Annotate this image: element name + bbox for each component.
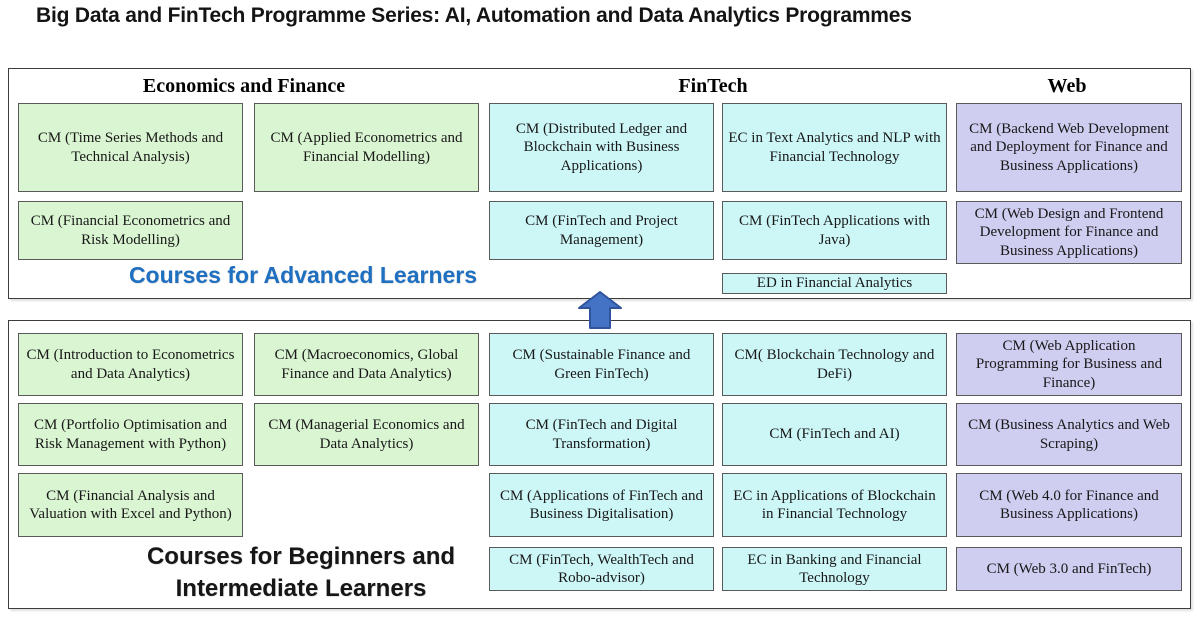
course-box-ec-banking: EC in Banking and Financial Technology bbox=[722, 547, 947, 591]
beginner-learners-caption: Courses for Beginners and Intermediate L… bbox=[146, 543, 456, 602]
course-box-ec-blockchain: EC in Applications of Blockchain in Fina… bbox=[722, 473, 947, 537]
column-header-web: Web bbox=[1047, 75, 1087, 97]
course-box-digital-transformation: CM (FinTech and Digital Transformation) bbox=[489, 403, 714, 466]
course-box-intro-econometrics: CM (Introduction to Econometrics and Dat… bbox=[18, 333, 243, 396]
course-box-project-management: CM (FinTech and Project Management) bbox=[489, 201, 714, 260]
up-arrow-icon bbox=[577, 291, 623, 329]
course-box-blockchain-defi: CM( Blockchain Technology and DeFi) bbox=[722, 333, 947, 396]
course-box-fintech-java: CM (FinTech Applications with Java) bbox=[722, 201, 947, 260]
course-box-backend-web: CM (Backend Web Development and Deployme… bbox=[956, 103, 1182, 192]
course-box-wealthtech: CM (FinTech, WealthTech and Robo-advisor… bbox=[489, 547, 714, 591]
course-box-portfolio-optimisation: CM (Portfolio Optimisation and Risk Mana… bbox=[18, 403, 243, 466]
course-box-time-series: CM (Time Series Methods and Technical An… bbox=[18, 103, 243, 192]
course-box-managerial-economics: CM (Managerial Economics and Data Analyt… bbox=[254, 403, 479, 466]
course-box-applications-fintech: CM (Applications of FinTech and Business… bbox=[489, 473, 714, 537]
course-box-financial-econometrics: CM (Financial Econometrics and Risk Mode… bbox=[18, 201, 243, 260]
column-header-economics-finance: Economics and Finance bbox=[142, 75, 346, 97]
course-box-web-40: CM (Web 4.0 for Finance and Business App… bbox=[956, 473, 1182, 537]
course-box-text-analytics-nlp: EC in Text Analytics and NLP with Financ… bbox=[722, 103, 947, 192]
course-box-financial-analysis: CM (Financial Analysis and Valuation wit… bbox=[18, 473, 243, 537]
advanced-courses-panel: Economics and Finance FinTech Web CM (Ti… bbox=[8, 68, 1191, 299]
beginner-courses-panel: CM (Introduction to Econometrics and Dat… bbox=[8, 320, 1191, 609]
course-box-ed-financial-analytics: ED in Financial Analytics bbox=[722, 273, 947, 294]
course-box-web-30: CM (Web 3.0 and FinTech) bbox=[956, 547, 1182, 591]
course-box-applied-econometrics: CM (Applied Econometrics and Financial M… bbox=[254, 103, 479, 192]
course-box-fintech-ai: CM (FinTech and AI) bbox=[722, 403, 947, 466]
course-box-distributed-ledger: CM (Distributed Ledger and Blockchain wi… bbox=[489, 103, 714, 192]
advanced-learners-caption: Courses for Advanced Learners bbox=[128, 262, 478, 288]
course-box-sustainable-finance: CM (Sustainable Finance and Green FinTec… bbox=[489, 333, 714, 396]
course-box-business-analytics: CM (Business Analytics and Web Scraping) bbox=[956, 403, 1182, 466]
course-box-macroeconomics: CM (Macroeconomics, Global Finance and D… bbox=[254, 333, 479, 396]
course-box-web-design-frontend: CM (Web Design and Frontend Development … bbox=[956, 201, 1182, 264]
column-header-fintech: FinTech bbox=[678, 75, 748, 97]
course-box-web-app-programming: CM (Web Application Programming for Busi… bbox=[956, 333, 1182, 396]
page-title: Big Data and FinTech Programme Series: A… bbox=[36, 4, 912, 27]
